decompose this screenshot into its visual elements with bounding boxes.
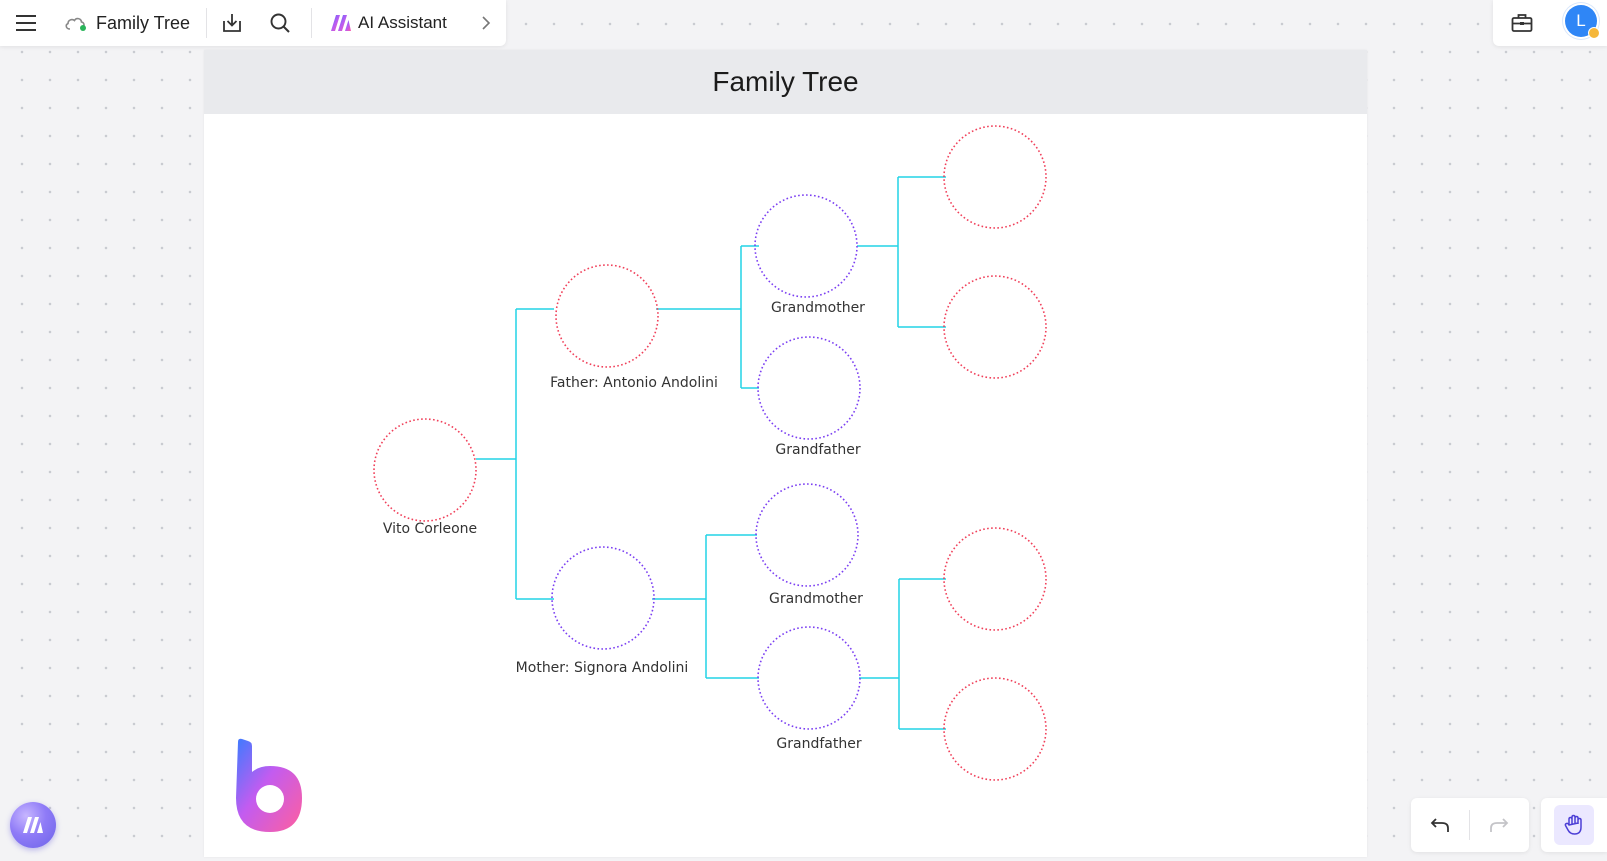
connector-paternal-great[interactable]: [857, 176, 946, 328]
label-paternal-grandmother[interactable]: Grandmother: [771, 300, 865, 316]
boardmix-logo-icon: [236, 738, 302, 832]
redo-button[interactable]: [1470, 798, 1528, 852]
undo-button[interactable]: [1411, 798, 1469, 852]
toolbar-divider: [311, 8, 313, 38]
ai-assistant-button[interactable]: AI Assistant: [312, 0, 447, 46]
user-avatar[interactable]: L: [1565, 5, 1600, 39]
connector-mother-grandparents[interactable]: [652, 534, 759, 679]
undo-icon: [1430, 818, 1449, 832]
family-tree-diagram: [373, 125, 1047, 781]
ai-assistant-fab-icon: [23, 817, 43, 833]
label-maternal-grandfather[interactable]: Grandfather: [776, 736, 862, 752]
cloud-synced-icon: [65, 17, 86, 31]
canvas-header: Family Tree: [204, 50, 1367, 114]
tree-connectors: [476, 176, 946, 730]
navigation-toolbar: [1541, 798, 1607, 852]
menu-button[interactable]: [0, 0, 52, 46]
connector-maternal-great[interactable]: [859, 578, 946, 730]
toolbar-expand-button[interactable]: [466, 0, 506, 46]
label-maternal-grandmother[interactable]: Grandmother: [769, 591, 863, 607]
label-father[interactable]: Father: Antonio Andolini: [550, 375, 718, 391]
node-maternal-grandfather[interactable]: [757, 626, 861, 730]
node-vito-corleone[interactable]: [373, 418, 477, 522]
node-great-grandparent-2[interactable]: [943, 275, 1047, 379]
whiteboard-canvas[interactable]: Family Tree Vito Corleone Father: Antoni: [204, 50, 1367, 857]
download-button[interactable]: [207, 0, 257, 46]
hamburger-menu-icon: [16, 15, 36, 31]
node-paternal-grandfather[interactable]: [757, 336, 861, 440]
label-vito-corleone[interactable]: Vito Corleone: [382, 521, 478, 537]
toolbox-icon: [1511, 14, 1533, 32]
connector-root-parents[interactable]: [476, 308, 554, 600]
avatar-initial: L: [1576, 11, 1586, 30]
ai-assistant-label: AI Assistant: [358, 13, 447, 32]
hand-tool-button[interactable]: [1554, 805, 1594, 845]
toolbox-button[interactable]: [1493, 0, 1551, 46]
label-paternal-grandfather[interactable]: Grandfather: [775, 442, 861, 458]
node-father[interactable]: [555, 264, 659, 368]
redo-icon: [1490, 818, 1509, 832]
node-great-grandparent-4[interactable]: [943, 677, 1047, 781]
node-maternal-grandmother[interactable]: [755, 483, 859, 587]
top-right-toolbar: L: [1493, 0, 1607, 46]
top-toolbar: Family Tree AI Assistant: [0, 0, 506, 46]
search-icon: [270, 13, 290, 33]
chevron-right-icon: [482, 16, 491, 30]
ai-assistant-fab[interactable]: [10, 802, 56, 848]
node-great-grandparent-3[interactable]: [943, 527, 1047, 631]
history-toolbar: [1411, 798, 1529, 852]
search-button[interactable]: [257, 0, 303, 46]
document-title[interactable]: Family Tree: [96, 12, 191, 33]
node-paternal-grandmother[interactable]: [754, 194, 858, 298]
ai-assistant-logo-icon: [331, 15, 352, 31]
node-great-grandparent-1[interactable]: [943, 125, 1047, 229]
node-mother[interactable]: [551, 546, 655, 650]
hand-tool-icon: [1564, 814, 1582, 835]
sync-status[interactable]: [52, 0, 88, 46]
connector-father-grandparents[interactable]: [656, 245, 759, 389]
toolbar-divider: [206, 8, 208, 38]
label-mother[interactable]: Mother: Signora Andolini: [515, 660, 689, 676]
canvas-title[interactable]: Family Tree: [712, 66, 859, 97]
avatar-status-badge: [1588, 27, 1600, 39]
history-divider: [1469, 810, 1470, 840]
download-icon: [223, 14, 241, 32]
